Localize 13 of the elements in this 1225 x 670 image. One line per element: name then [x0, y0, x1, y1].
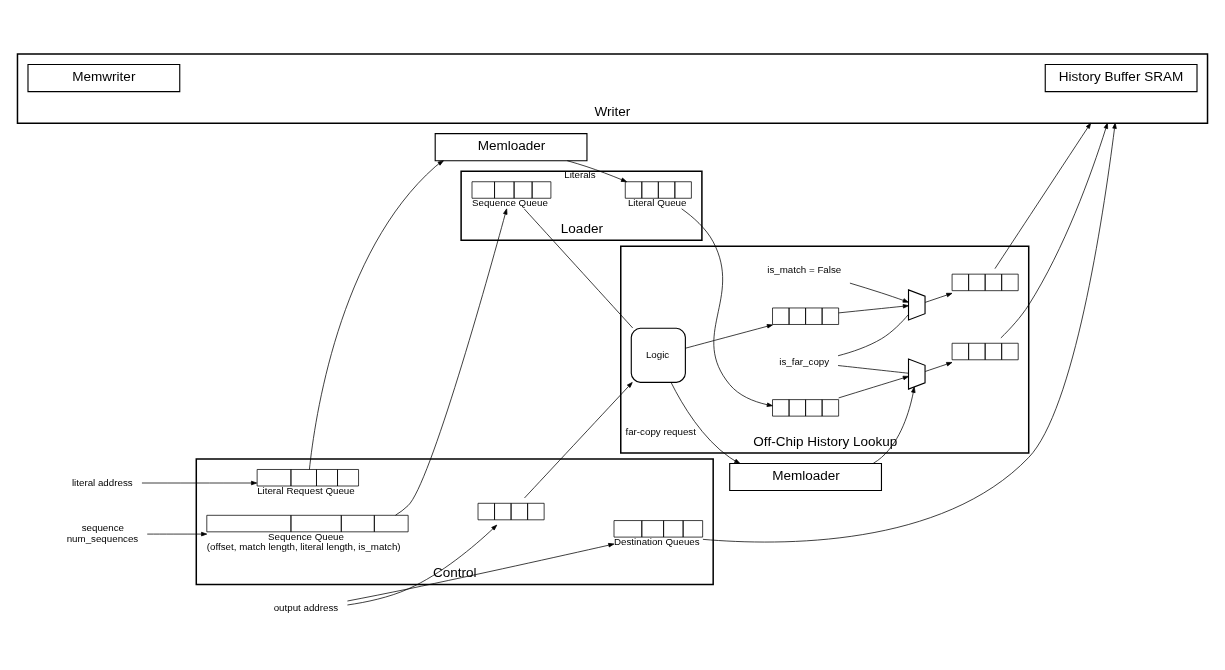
edge-label: Literals [564, 169, 596, 181]
node-text: output address [273, 602, 339, 614]
node-text: is_match = False [767, 263, 842, 275]
node-text: sequence num_sequences [66, 522, 139, 544]
node-label: Sequence Queue [472, 197, 548, 209]
node-label: Literal Request Queue [257, 484, 355, 496]
node-label: Sequence Queue [268, 530, 344, 542]
node-text: literal address [71, 476, 133, 488]
node-label: Destination Queues [614, 535, 700, 547]
node-label: Literal Queue [627, 197, 687, 209]
node-text: is_far_copy [779, 355, 830, 367]
edge-label: far-copy request [625, 426, 696, 438]
node-label: (offset, match length, literal length, is_match) [206, 541, 401, 553]
